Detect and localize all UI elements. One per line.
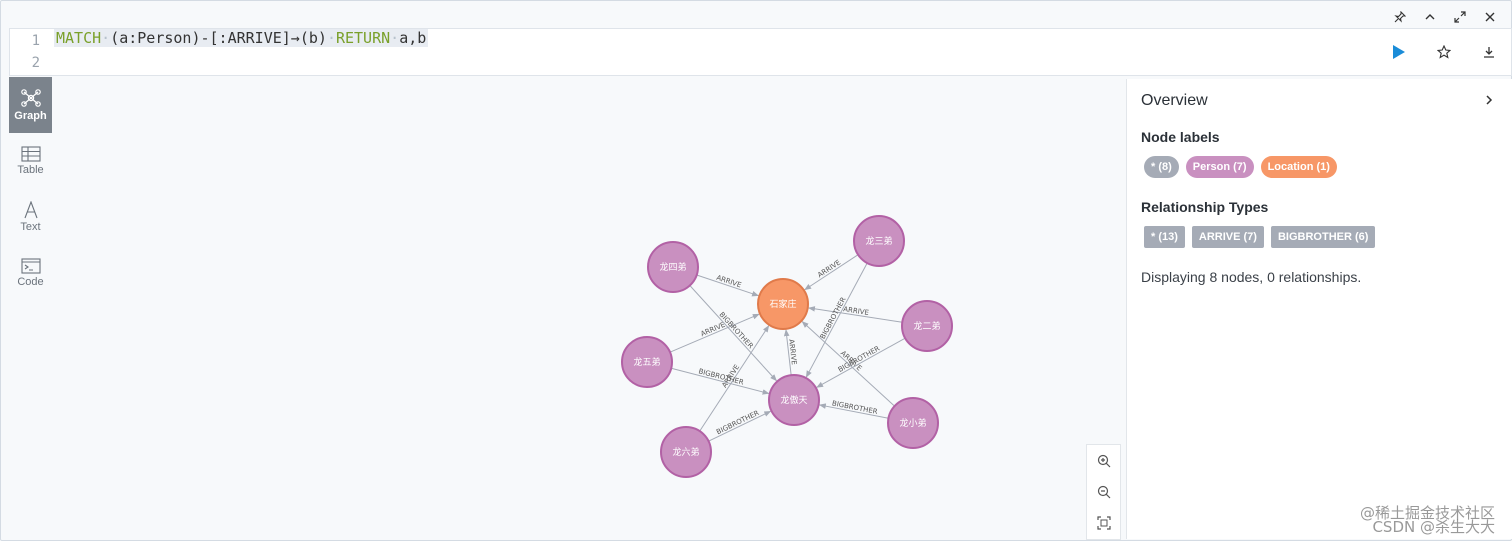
overview-status: Displaying 8 nodes, 0 relationships.	[1141, 269, 1362, 285]
relationship-bigbrother[interactable]	[805, 262, 868, 378]
graph-node[interactable]	[901, 300, 953, 352]
relationship-types-heading: Relationship Types	[1141, 199, 1269, 215]
line-number: 2	[31, 55, 40, 71]
relationship-label: ARRIVE	[715, 274, 742, 290]
relationship-label: BIGBROTHER	[718, 311, 755, 351]
view-table-label: Table	[17, 164, 44, 176]
graph-node[interactable]	[887, 397, 939, 449]
graph-node-label: 龙二弟	[913, 320, 940, 332]
fullscreen-icon[interactable]	[1445, 7, 1475, 27]
watermark: @稀土掘金技术社区 CSDN @杀生大大	[1359, 504, 1495, 536]
graph-node-label: 龙三弟	[865, 235, 892, 247]
rel-type-chip-bigbrother[interactable]: BIGBROTHER (6)	[1270, 226, 1376, 248]
window-controls	[1385, 7, 1505, 27]
zoom-controls	[1086, 444, 1121, 540]
relationship-type-chips: * (13) ARRIVE (7) BIGBROTHER (6)	[1144, 226, 1376, 248]
relationship-arrive[interactable]	[699, 325, 770, 432]
favorite-icon[interactable]	[1431, 39, 1457, 65]
line-number: 1	[31, 33, 40, 49]
graph-node[interactable]	[853, 215, 905, 267]
graph-node-label: 石家庄	[769, 298, 796, 310]
watermark-line-1: @稀土掘金技术社区	[1359, 504, 1495, 522]
query-text[interactable]: MATCH·(a:Person)-[:ARRIVE]→(b)·RETURN·a,…	[54, 29, 429, 47]
graph-node[interactable]	[621, 336, 673, 388]
relationship-label: BIGBROTHER	[831, 399, 878, 416]
view-text-button[interactable]: Text	[9, 189, 52, 245]
view-graph-button[interactable]: Graph	[9, 77, 52, 133]
relationship-bigbrother[interactable]	[671, 367, 770, 395]
graph-node-label: 龙傲天	[780, 394, 807, 406]
rel-type-chip-arrive[interactable]: ARRIVE (7)	[1191, 226, 1264, 248]
graph-node[interactable]	[647, 241, 699, 293]
query-pattern: (a:Person)-[:ARRIVE]→(b)	[110, 29, 327, 47]
watermark-line-2: CSDN @杀生大大	[1372, 518, 1495, 536]
editor-actions	[1377, 28, 1512, 76]
relationship-arrive[interactable]	[696, 274, 760, 297]
graph-node-label: 龙四弟	[659, 261, 686, 273]
relationship-bigbrother[interactable]	[818, 403, 889, 419]
run-icon[interactable]	[1386, 39, 1412, 65]
graph-node-label: 龙五弟	[633, 356, 660, 368]
relationship-arrive[interactable]	[783, 329, 792, 376]
close-icon[interactable]	[1475, 7, 1505, 27]
query-return-values: a,b	[399, 29, 427, 47]
view-code-label: Code	[17, 276, 44, 288]
node-label-chip-all[interactable]: * (8)	[1144, 156, 1179, 178]
zoom-out-icon[interactable]	[1092, 480, 1116, 504]
zoom-in-icon[interactable]	[1092, 449, 1116, 473]
relationship-bigbrother[interactable]	[816, 337, 906, 388]
overview-title: Overview	[1141, 92, 1208, 109]
relationship-arrive[interactable]	[801, 321, 895, 407]
relationship-arrive[interactable]	[808, 306, 903, 323]
view-rail: Graph Table Text Code	[9, 77, 52, 537]
graph-svg[interactable]: ARRIVEARRIVEARRIVEARRIVEARRIVEARRIVEARRI…	[53, 77, 1123, 539]
relationship-label: ARRIVE	[843, 305, 870, 317]
text-icon	[23, 201, 38, 219]
relationship-label: ARRIVE	[700, 321, 727, 338]
view-text-label: Text	[20, 221, 41, 233]
pin-icon[interactable]	[1385, 7, 1415, 27]
keyword-return: RETURN	[335, 29, 391, 47]
node-labels-heading: Node labels	[1141, 129, 1220, 145]
view-table-button[interactable]: Table	[9, 133, 52, 189]
code-icon	[20, 258, 41, 274]
graph-node[interactable]	[757, 278, 809, 330]
graph-node-label: 龙六弟	[672, 446, 699, 458]
rel-type-chip-all[interactable]: * (13)	[1144, 226, 1185, 248]
relationship-label: BIGBROTHER	[715, 409, 760, 436]
relationship-arrive[interactable]	[804, 254, 859, 291]
editor-line-1: 1	[10, 29, 40, 51]
cypher-editor[interactable]: 1 2 MATCH·(a:Person)-[:ARRIVE]→(b)·RETUR…	[9, 28, 1378, 76]
collapse-icon[interactable]	[1415, 7, 1445, 27]
fit-icon[interactable]	[1092, 511, 1116, 535]
download-icon[interactable]	[1476, 39, 1502, 65]
relationship-bigbrother[interactable]	[689, 285, 777, 382]
view-graph-label: Graph	[14, 110, 47, 122]
relationship-label: BIGBROTHER	[819, 296, 848, 341]
relationship-bigbrother[interactable]	[708, 410, 772, 442]
graph-node-label: 龙小弟	[899, 417, 926, 429]
overview-panel: Overview Node labels * (8) Person (7) Lo…	[1126, 79, 1512, 539]
node-label-chip-person[interactable]: Person (7)	[1185, 156, 1254, 178]
node-label-chip-location[interactable]: Location (1)	[1260, 156, 1337, 178]
graph-node[interactable]	[768, 374, 820, 426]
view-code-button[interactable]: Code	[9, 245, 52, 301]
chevron-right-icon[interactable]	[1480, 91, 1498, 109]
relationship-arrive[interactable]	[669, 313, 760, 353]
relationship-label: ARRIVE	[787, 339, 798, 366]
relationship-label: ARRIVE	[816, 258, 842, 279]
graph-icon	[20, 89, 41, 107]
node-label-chips: * (8) Person (7) Location (1)	[1144, 156, 1337, 178]
keyword-match: MATCH	[56, 29, 102, 47]
graph-node[interactable]	[660, 426, 712, 478]
table-icon	[20, 146, 41, 162]
editor-line-2: 2	[10, 51, 40, 73]
